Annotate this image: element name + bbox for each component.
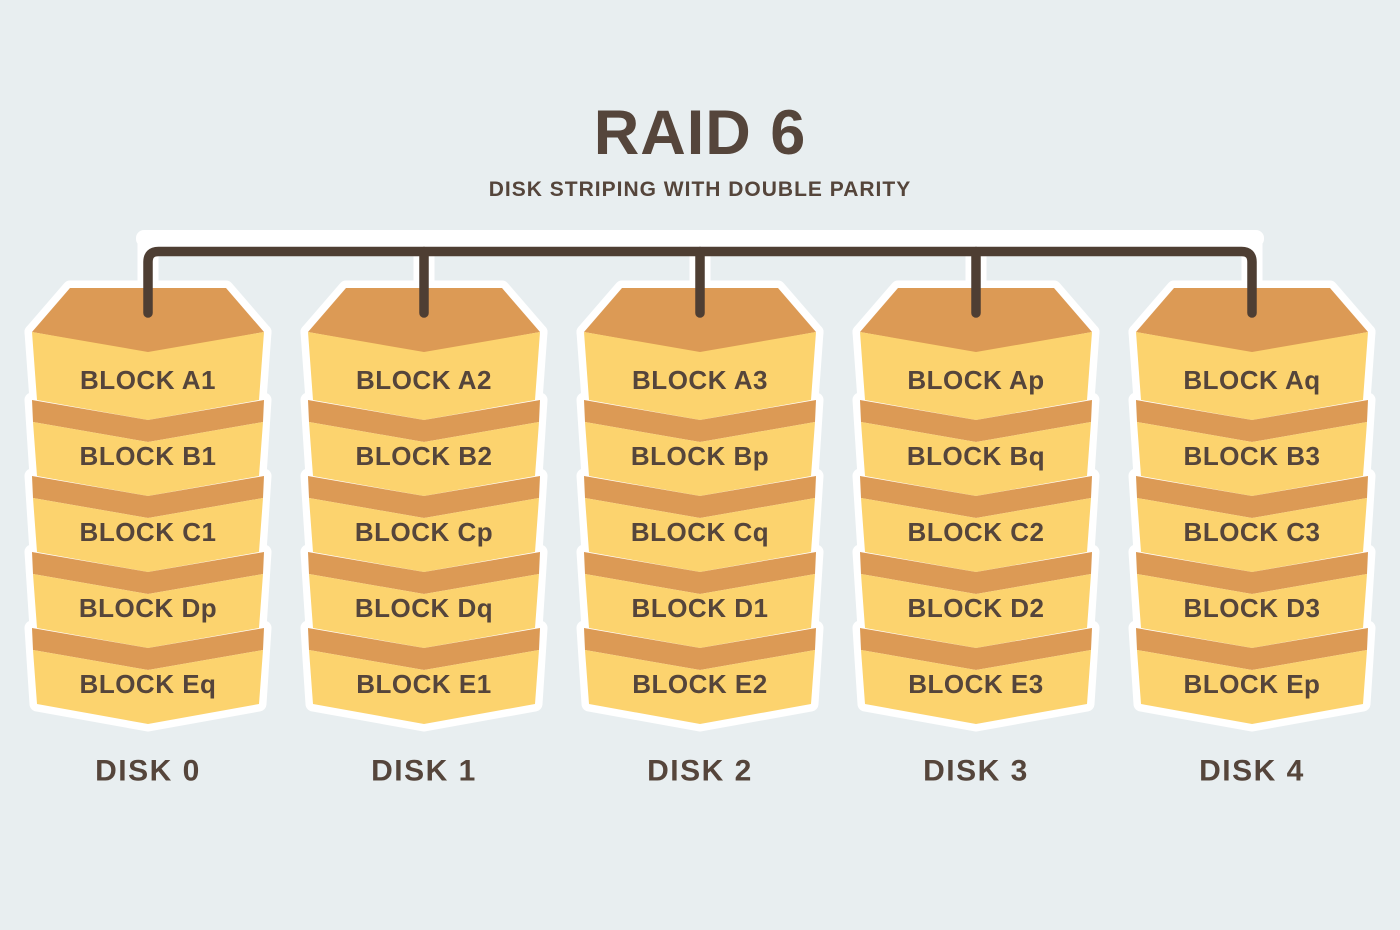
disk-1-block-0-label: BLOCK A2 — [356, 365, 492, 395]
disk-1-label: DISK 1 — [371, 755, 477, 788]
disk-0-block-4-band — [32, 628, 264, 670]
disk-4-label: DISK 4 — [1199, 755, 1305, 788]
disk-1-block-4-label: BLOCK E1 — [356, 669, 491, 699]
disk-3-block-4-label: BLOCK E3 — [908, 669, 1043, 699]
disk-0-block-3-label: BLOCK Dp — [79, 593, 217, 623]
disk-1-block-1-face — [309, 422, 539, 496]
disk-2-block-1-band — [584, 400, 816, 442]
disk-4-block-3-face — [1137, 574, 1367, 648]
disk-2-block-1-label: BLOCK Bp — [631, 441, 769, 471]
disk-1-cap — [308, 288, 540, 353]
bus-casing-top — [136, 230, 1264, 247]
diagram-header: RAID 6 DISK STRIPING WITH DOUBLE PARITY — [0, 102, 1400, 202]
disk-0-block-1-face — [33, 422, 263, 496]
disk-2-block-3-band — [584, 552, 816, 594]
disk-2-block-0-label: BLOCK A3 — [632, 365, 768, 395]
disk-4-block-4-band — [1136, 628, 1368, 670]
disk-4-block-2-band — [1136, 476, 1368, 518]
disk-3-block-4-band — [860, 628, 1092, 670]
disk-2-block-4-face — [585, 650, 815, 724]
disk-4-block-1-label: BLOCK B3 — [1184, 441, 1321, 471]
disk-3-block-3-band — [860, 552, 1092, 594]
disk-4: BLOCK Aq BLOCK B3 BLOCK C3 BLOCK D3 BLOCK Ep… — [1128, 280, 1376, 788]
disk-3-block-0-face — [860, 332, 1092, 420]
disk-2-block-2-face — [585, 498, 815, 572]
disk-1-block-3-label: BLOCK Dq — [355, 593, 493, 623]
disk-1: BLOCK A2 BLOCK B2 BLOCK Cp BLOCK Dq BLOCK E1… — [300, 280, 548, 788]
disk-3-block-1-label: BLOCK Bq — [907, 441, 1045, 471]
disk-0-block-3-band — [32, 552, 264, 594]
disk-4-block-2-face — [1137, 498, 1367, 572]
disk-3-block-1-band — [860, 400, 1092, 442]
disk-0-block-0-label: BLOCK A1 — [80, 365, 216, 395]
disk-1-block-0-face — [308, 332, 540, 420]
disk-2: BLOCK A3 BLOCK Bp BLOCK Cq BLOCK D1 BLOCK E2… — [576, 280, 824, 788]
disk-0-block-2-label: BLOCK C1 — [80, 517, 217, 547]
disk-3-block-3-face — [861, 574, 1091, 648]
disk-2-block-1-face — [585, 422, 815, 496]
disk-2-block-4-label: BLOCK E2 — [632, 669, 767, 699]
disk-2-block-3-face — [585, 574, 815, 648]
disk-2-cap — [584, 288, 816, 353]
disk-1-block-2-band — [308, 476, 540, 518]
disk-3-block-2-face — [861, 498, 1091, 572]
disk-3-block-2-band — [860, 476, 1092, 518]
disk-0-block-4-label: BLOCK Eq — [80, 669, 217, 699]
disk-2-label: DISK 2 — [647, 755, 753, 788]
disk-4-block-0-face — [1136, 332, 1368, 420]
disk-1-block-4-face — [309, 650, 539, 724]
disk-0-block-0-face — [32, 332, 264, 420]
page-subtitle: DISK STRIPING WITH DOUBLE PARITY — [488, 178, 912, 201]
disk-1-block-4-band — [308, 628, 540, 670]
disk-0-block-1-band — [32, 400, 264, 442]
disk-2-block-4-band — [584, 628, 816, 670]
disk-2-block-0-face — [584, 332, 816, 420]
disk-4-block-1-face — [1137, 422, 1367, 496]
disk-1-block-3-face — [309, 574, 539, 648]
disk-3: BLOCK Ap BLOCK Bq BLOCK C2 BLOCK D2 BLOCK E3… — [852, 280, 1100, 788]
bus-wire — [143, 246, 1257, 318]
disk-0-block-1-label: BLOCK B1 — [80, 441, 217, 471]
disk-3-cap — [860, 288, 1092, 353]
disk-4-block-2-label: BLOCK C3 — [1184, 517, 1321, 547]
disk-4-cap — [1136, 288, 1368, 353]
disk-1-block-1-label: BLOCK B2 — [356, 441, 493, 471]
disk-1-block-2-face — [309, 498, 539, 572]
disk-1-block-1-band — [308, 400, 540, 442]
disk-3-block-2-label: BLOCK C2 — [908, 517, 1045, 547]
disk-2-block-3-label: BLOCK D1 — [632, 593, 769, 623]
disk-0-cap — [32, 288, 264, 353]
disk-4-block-3-label: BLOCK D3 — [1184, 593, 1321, 623]
disk-4-block-4-label: BLOCK Ep — [1184, 669, 1321, 699]
disk-2-block-2-band — [584, 476, 816, 518]
disk-0-block-2-band — [32, 476, 264, 518]
disk-4-block-4-face — [1137, 650, 1367, 724]
disk-4-block-3-band — [1136, 552, 1368, 594]
disk-4-block-0-label: BLOCK Aq — [1183, 365, 1320, 395]
disk-4-block-1-band — [1136, 400, 1368, 442]
disk-3-block-1-face — [861, 422, 1091, 496]
disk-0: BLOCK A1 BLOCK B1 BLOCK C1 BLOCK Dp BLOCK Eq… — [24, 280, 272, 788]
disk-0-block-3-face — [33, 574, 263, 648]
disk-1-block-2-label: BLOCK Cp — [355, 517, 493, 547]
disk-3-block-4-face — [861, 650, 1091, 724]
disk-3-block-0-label: BLOCK Ap — [907, 365, 1044, 395]
disk-0-block-4-face — [33, 650, 263, 724]
disk-2-block-2-label: BLOCK Cq — [631, 517, 769, 547]
disk-0-block-2-face — [33, 498, 263, 572]
disk-3-label: DISK 3 — [923, 755, 1029, 788]
disk-0-label: DISK 0 — [95, 755, 201, 788]
disk-3-block-3-label: BLOCK D2 — [908, 593, 1045, 623]
page-title: RAID 6 — [593, 98, 807, 168]
disk-1-block-3-band — [308, 552, 540, 594]
